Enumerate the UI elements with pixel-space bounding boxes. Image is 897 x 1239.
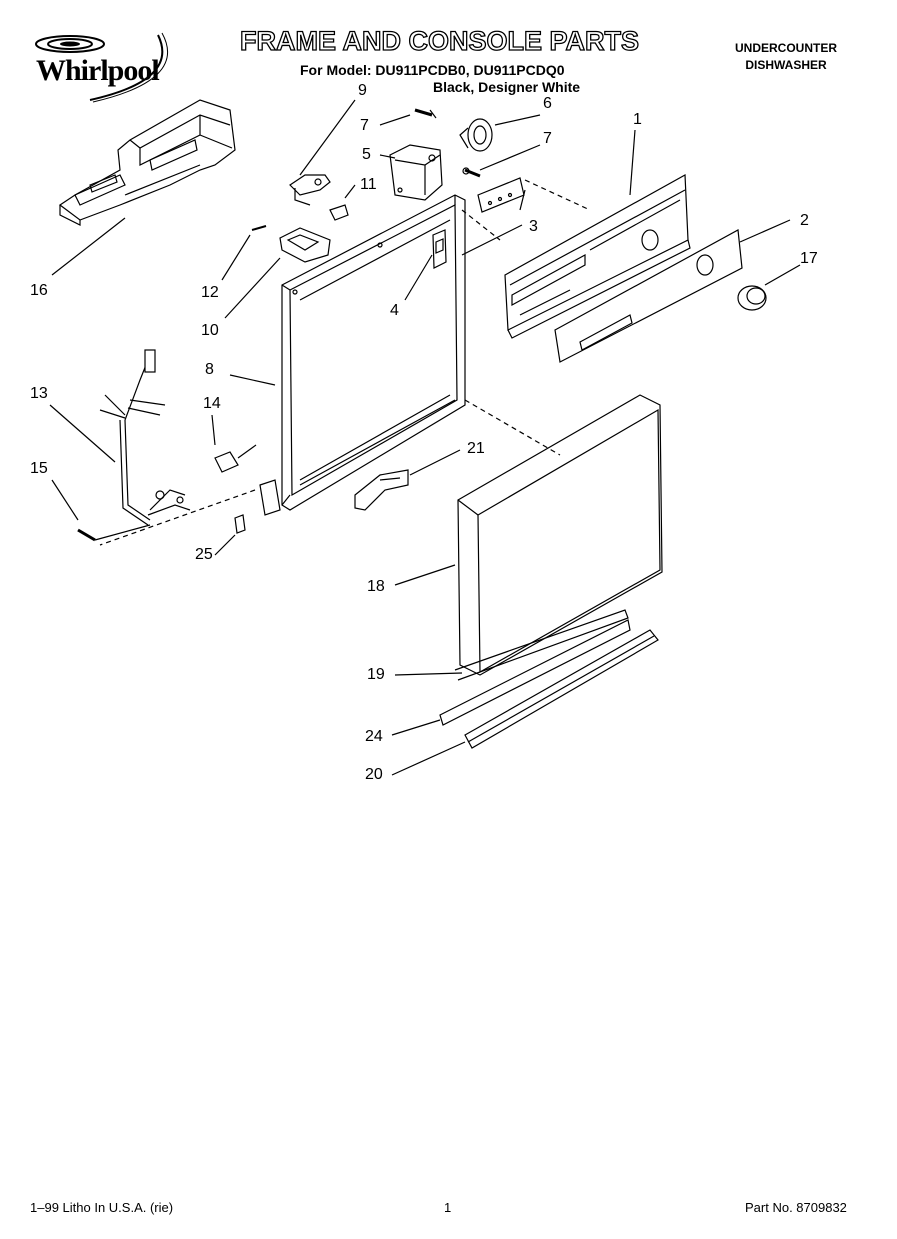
- part-13-wire-harness: [99, 349, 191, 526]
- model-line: For Model: DU911PCDB0, DU911PCDQ0: [300, 62, 565, 78]
- part-1-console-panel: [504, 174, 691, 339]
- callout-2: 2: [800, 212, 809, 229]
- part-20-toe-strip: [464, 629, 659, 749]
- part-6-dial: [459, 118, 493, 152]
- part-9-latch-bracket: [289, 174, 331, 206]
- part-2-control-overlay: [554, 229, 743, 363]
- part-18-door-panel: [457, 394, 663, 676]
- part-14-door-switch: [214, 444, 257, 473]
- callout-7-right: 7: [543, 130, 552, 147]
- color-line: Black, Designer White: [433, 79, 581, 95]
- callout-11: 11: [360, 176, 377, 193]
- appliance-type-line2: DISHWASHER: [745, 58, 827, 72]
- part-7-screw-right: [462, 167, 481, 178]
- callout-21: 21: [467, 440, 485, 457]
- brand-name: Whirlpool: [36, 54, 160, 87]
- callout-17: 17: [800, 250, 818, 267]
- appliance-type: UNDERCOUNTER DISHWASHER: [735, 40, 837, 74]
- callout-25: 25: [195, 546, 213, 563]
- swirl-logo-mark: [35, 32, 168, 103]
- part-17-control-knob: [737, 285, 767, 311]
- callout-4: 4: [390, 302, 399, 319]
- part-number: Part No. 8709832: [745, 1200, 847, 1215]
- part-12-pin: [251, 225, 267, 231]
- callout-15: 15: [30, 460, 48, 477]
- appliance-type-line1: UNDERCOUNTER: [735, 41, 837, 55]
- part-24-lower-trim: [439, 619, 631, 726]
- callout-7-top: 7: [360, 117, 369, 134]
- print-info: 1–99 Litho In U.S.A. (rie): [30, 1200, 174, 1215]
- part-5-timer-module: [389, 144, 443, 201]
- part-8-door-frame: [259, 194, 466, 516]
- callout-10: 10: [201, 322, 219, 339]
- callout-20: 20: [365, 766, 383, 783]
- callout-5: 5: [362, 146, 371, 163]
- part-21-door-handle: [354, 469, 409, 511]
- callout-1: 1: [633, 111, 642, 128]
- callout-9: 9: [358, 82, 367, 99]
- part-15-screw: [77, 524, 151, 542]
- part-16-console-shroud: [58, 99, 236, 226]
- callout-13: 13: [30, 385, 48, 402]
- callout-24: 24: [365, 728, 383, 745]
- callout-18: 18: [367, 578, 385, 595]
- part-10-bracket: [279, 227, 331, 263]
- part-19-panel-trim: [454, 609, 629, 681]
- part-25-clip: [234, 514, 246, 534]
- whirlpool-logo: Whirlpool: [30, 30, 190, 105]
- callout-6: 6: [543, 95, 552, 112]
- page-title: FRAME AND CONSOLE PARTS: [239, 25, 640, 56]
- callout-14: 14: [203, 395, 221, 412]
- assembly-alignment-lines: [99, 179, 591, 546]
- part-4-door-latch: [432, 229, 447, 269]
- callout-16: 16: [30, 282, 48, 299]
- callout-3: 3: [529, 218, 538, 235]
- part-11-clip: [329, 204, 349, 221]
- callout-19: 19: [367, 666, 385, 683]
- part-3-switch-bracket: [477, 177, 525, 213]
- callout-12: 12: [201, 284, 219, 301]
- callout-leaders: [49, 99, 801, 776]
- callout-8: 8: [205, 361, 214, 378]
- part-7-screw-top: [414, 108, 437, 119]
- page-number: 1: [444, 1200, 452, 1215]
